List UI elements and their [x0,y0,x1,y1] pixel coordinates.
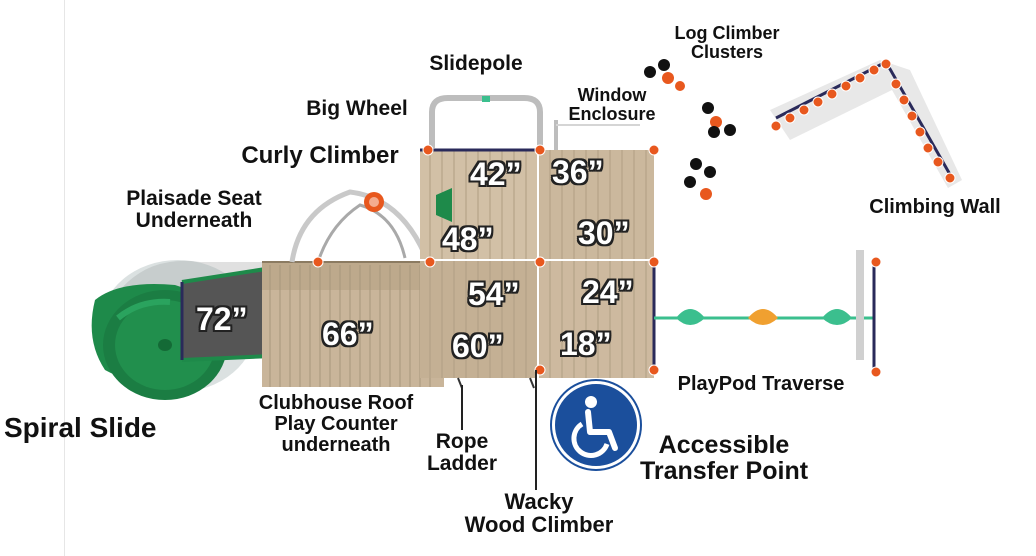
window-enclosure-panel [436,188,452,222]
playpod-traverse [654,250,876,372]
label-clubhouse-roof: Clubhouse Roof Play Counter underneath [258,392,414,456]
slide-entry-deck [180,266,273,362]
height-36: 36” [552,154,604,190]
height-30: 30” [578,215,630,251]
curly-climber [289,189,428,263]
label-playpod-traverse: PlayPod Traverse [677,373,845,395]
label-rope-ladder: Rope Ladder [426,430,497,476]
height-54: 54” [468,276,520,312]
label-slidepole: Slidepole [429,52,523,75]
label-wacky-wood-climber: Wacky Wood Climber [464,489,614,538]
slidepole [429,95,543,148]
height-18: 18” [560,326,612,362]
log-climber-clusters [644,59,736,200]
posts [312,144,882,378]
label-big-wheel: Big Wheel [306,97,408,120]
label-log-climber-clusters: Log Climber Clusters [674,23,780,62]
label-plaisade-seat: Plaisade Seat Underneath [126,187,262,233]
height-66: 66” [322,316,374,352]
height-48: 48” [442,221,494,257]
label-spiral-slide: Spiral Slide [4,412,157,443]
wheelchair-accessible-icon [552,381,640,469]
climbing-wall [770,58,962,188]
label-accessible-transfer-point: Accessible Transfer Point [639,431,809,486]
left-edge-line [64,0,65,556]
height-42: 42” [470,156,522,192]
label-climbing-wall: Climbing Wall [869,196,1001,218]
height-24: 24” [582,274,634,310]
height-60: 60” [452,328,504,364]
label-window-enclosure: Window Enclosure [568,85,656,124]
label-curly-climber: Curly Climber [241,142,399,169]
height-72: 72” [196,301,248,337]
